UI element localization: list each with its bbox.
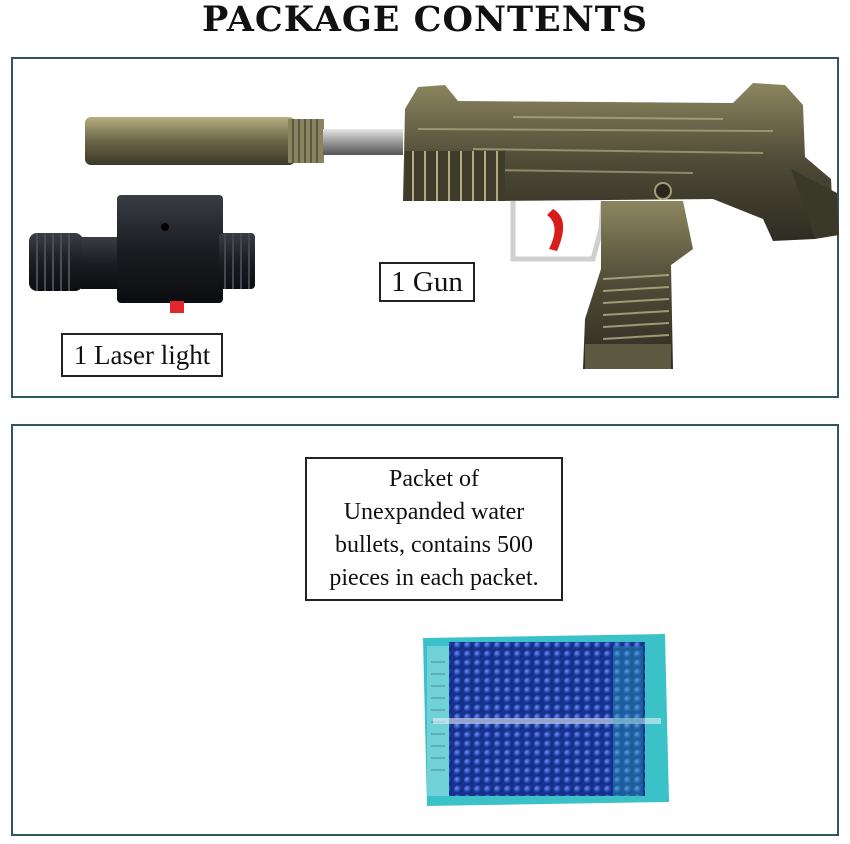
water-bullets-label: Packet of Unexpanded water bullets, cont… [305, 457, 563, 601]
laser-light-label-text: 1 Laser light [73, 339, 211, 370]
contents-panel-top: 1 Gun 1 Laser light [11, 57, 839, 398]
toy-gun-image [85, 83, 839, 369]
packet-label-line-3: bullets, contains 500 [335, 532, 533, 558]
laser-light-label: 1 Laser light [61, 333, 223, 377]
water-bullets-packet-image [423, 634, 669, 806]
packet-label-line-4: pieces in each packet. [329, 565, 539, 591]
gun-label-text: 1 Gun [391, 265, 463, 298]
packet-label-line-2: Unexpanded water [343, 499, 525, 525]
gun-label: 1 Gun [379, 262, 475, 302]
contents-panel-bottom: Packet of Unexpanded water bullets, cont… [11, 424, 839, 836]
page-title: PACKAGE CONTENTS [201, 0, 649, 40]
laser-light-image [29, 195, 255, 313]
packet-label-line-1: Packet of [389, 466, 479, 492]
